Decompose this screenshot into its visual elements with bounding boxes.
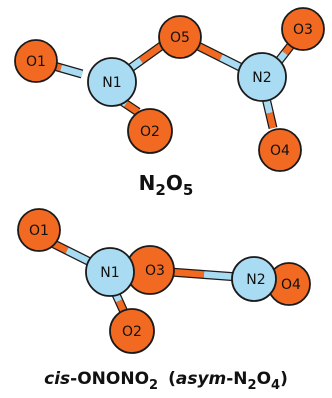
bond-o3-n2 xyxy=(169,267,239,282)
atom-o2: O2 xyxy=(127,108,173,154)
atom-o1-b: O1 xyxy=(17,208,61,252)
caption-n2o5: N2O5 xyxy=(139,171,194,199)
svg-text:O4: O4 xyxy=(281,277,301,293)
svg-text:O1: O1 xyxy=(29,223,49,239)
molecule-cis-ononono2: O1 O3 N1 O2 O4 N2 cis-ONONO2(asym-N2O4) xyxy=(17,208,311,393)
svg-text:O3: O3 xyxy=(145,263,165,279)
molecule-n2o5: O1 O5 N1 O2 O3 N2 O4 N2O5 xyxy=(14,7,325,199)
bond-n2-o3 xyxy=(274,41,296,65)
atom-o1: O1 xyxy=(14,39,58,83)
atom-o3: O3 xyxy=(281,7,325,51)
svg-text:N1: N1 xyxy=(102,75,121,91)
atom-n2-b: N2 xyxy=(231,256,277,302)
atom-o5: O5 xyxy=(158,15,202,59)
bonds-n2o5 xyxy=(38,40,296,130)
svg-text:O4: O4 xyxy=(270,143,290,159)
bond-n2-o4 xyxy=(261,96,278,130)
svg-text:N2: N2 xyxy=(252,70,271,86)
atom-n1: N1 xyxy=(87,57,137,107)
bond-o5-n2 xyxy=(193,40,249,75)
atom-o4-b: O4 xyxy=(267,262,311,306)
atom-o4: O4 xyxy=(258,128,302,172)
svg-text:N2: N2 xyxy=(246,272,265,288)
svg-text:O1: O1 xyxy=(26,54,46,70)
svg-text:O2: O2 xyxy=(122,324,142,340)
atom-o2-b: O2 xyxy=(109,308,155,354)
atom-n1-b: N1 xyxy=(85,247,135,297)
atom-o3-b: O3 xyxy=(125,245,175,295)
svg-text:O2: O2 xyxy=(140,124,160,140)
svg-text:N1: N1 xyxy=(100,265,119,281)
atom-n2: N2 xyxy=(237,52,287,102)
svg-text:O3: O3 xyxy=(293,22,313,38)
caption-cis-ononono2: cis-ONONO2(asym-N2O4) xyxy=(44,369,288,393)
svg-text:O5: O5 xyxy=(170,30,190,46)
